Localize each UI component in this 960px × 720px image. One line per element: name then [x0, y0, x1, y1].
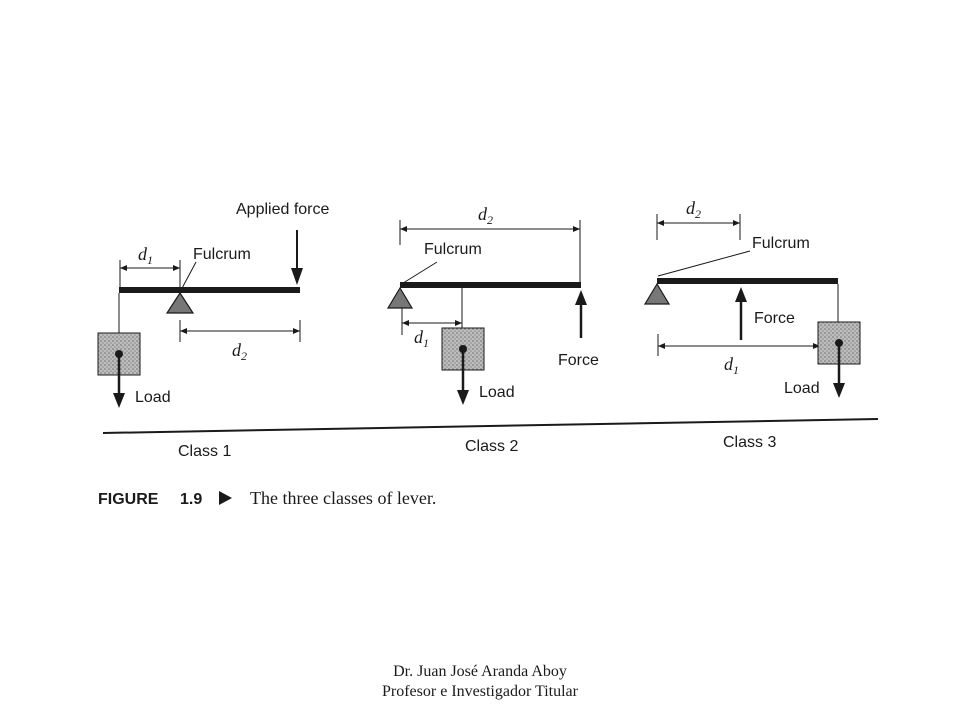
- figure-caption-text: The three classes of lever.: [250, 488, 436, 508]
- class-2-fulcrum-leader: [399, 261, 438, 286]
- class-2-diagram: Fulcrum d2 d1 Load Force: [386, 204, 599, 405]
- class-1-d1-dimension: [119, 260, 181, 287]
- class-1-d1-label: d1: [138, 244, 153, 267]
- class-1-title: Class 1: [178, 443, 231, 460]
- class-2-title: Class 2: [465, 438, 518, 455]
- class-3-fulcrum-leader: [657, 250, 751, 277]
- class-3-d1-label: d1: [724, 354, 739, 377]
- class-1-applied-force-label: Applied force: [236, 201, 329, 218]
- class-1-load-label: Load: [135, 389, 171, 406]
- class-2-fulcrum-icon: [386, 286, 414, 309]
- class-1-fulcrum-label: Fulcrum: [193, 246, 251, 263]
- footer-title: Profesor e Investigador Titular: [382, 683, 578, 700]
- class-3-d2-dimension: [656, 214, 741, 240]
- class-3-load-arrowhead: [833, 383, 845, 398]
- class-2-force-label: Force: [558, 352, 599, 369]
- class-1-lever-bar: [119, 287, 300, 293]
- class-3-load-label: Load: [784, 380, 820, 397]
- class-3-lever-bar: [657, 278, 838, 284]
- class-1-fulcrum-leader: [179, 261, 197, 293]
- class-3-fulcrum-label: Fulcrum: [752, 235, 810, 252]
- class-3-d1-dimension: [657, 334, 820, 356]
- class-1-diagram: Fulcrum Applied force d1 d2 Load: [97, 201, 329, 408]
- class-2-force-arrowhead: [575, 290, 587, 305]
- class-2-fulcrum-label: Fulcrum: [424, 241, 482, 258]
- figure-caption: FIGURE 1.9 The three classes of lever.: [98, 488, 436, 508]
- class-1-d2-dimension: [179, 320, 301, 342]
- class-3-d2-label: d2: [686, 198, 701, 221]
- class-3-diagram: Fulcrum d2 Force d1 Load: [643, 198, 861, 398]
- class-3-force-arrowhead: [735, 287, 747, 302]
- class-1-applied-force-arrowhead: [291, 268, 303, 285]
- class-1-d2-label: d2: [232, 340, 247, 363]
- class-3-force-label: Force: [754, 310, 795, 327]
- footer-author: Dr. Juan José Aranda Aboy: [393, 663, 567, 680]
- class-2-load-arrowhead: [457, 390, 469, 405]
- figure-number: 1.9: [180, 491, 202, 508]
- class-3-fulcrum-icon: [643, 282, 671, 305]
- class-2-load-label: Load: [479, 384, 515, 401]
- class-2-lever-bar: [400, 282, 581, 288]
- class-2-d2-label: d2: [478, 204, 493, 227]
- caption-triangle-icon: [219, 491, 232, 505]
- class-2-d1-label: d1: [414, 327, 429, 350]
- class-2-d2-dimension: [399, 220, 581, 282]
- class-1-fulcrum-icon: [165, 291, 195, 314]
- class-separator-line: [102, 418, 879, 434]
- class-3-title: Class 3: [723, 434, 776, 451]
- class-2-d1-dimension: [401, 308, 462, 335]
- class-1-load-arrowhead: [113, 393, 125, 408]
- figure-label: FIGURE: [98, 491, 159, 508]
